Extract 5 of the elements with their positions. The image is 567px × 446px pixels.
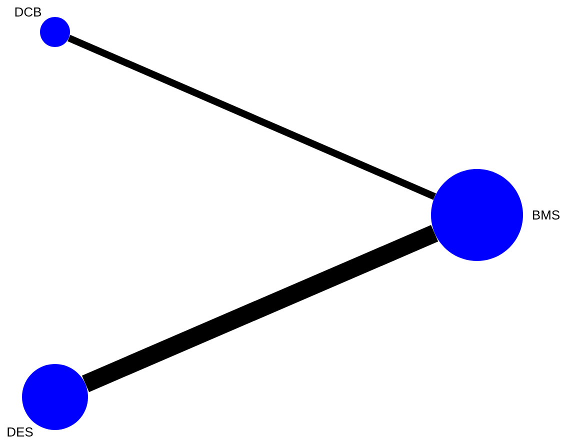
node-label: DCB — [15, 7, 42, 17]
node-label: DES — [8, 427, 33, 437]
node-label: BMS — [532, 210, 560, 220]
network-edge — [82, 225, 438, 392]
network-edge — [68, 34, 436, 200]
